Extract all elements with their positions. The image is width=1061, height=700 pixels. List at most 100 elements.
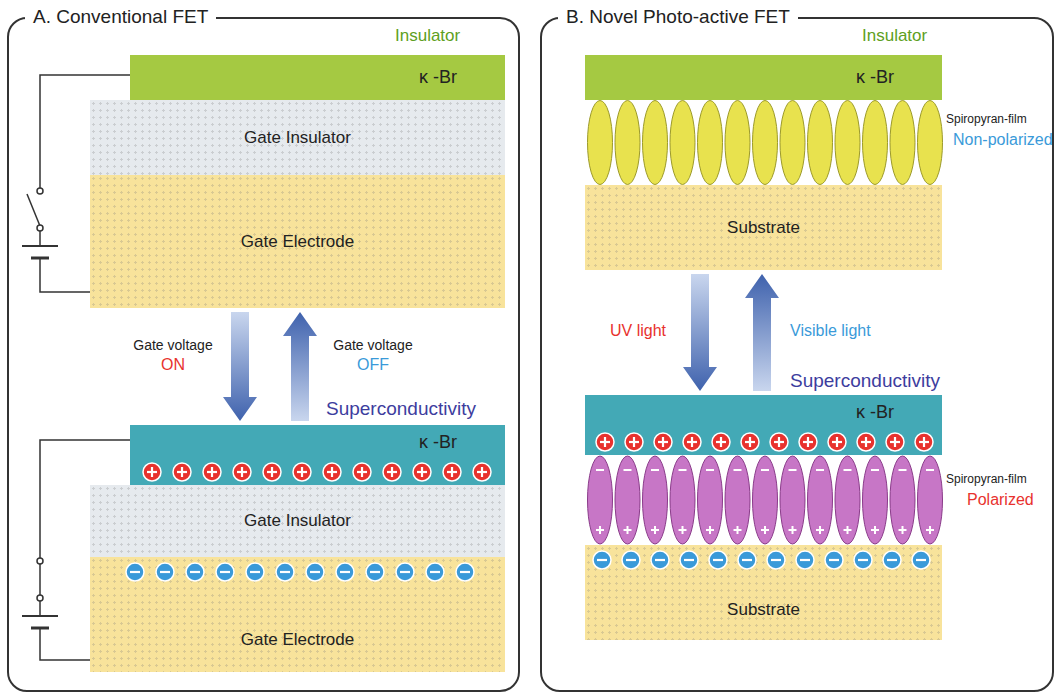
charge-sign [370, 571, 380, 573]
dipole-sign [682, 526, 684, 534]
charge-sign [691, 437, 693, 447]
charge-sign [600, 441, 610, 443]
annotation-label: Gate voltage [318, 337, 428, 353]
charge-sign [597, 559, 607, 561]
dipole-sign [706, 529, 714, 531]
layer-box: Gate Electrode [90, 175, 505, 308]
dipole-sign [709, 526, 711, 534]
charge-sign [771, 559, 781, 561]
layer-box: Gate Insulator [90, 485, 505, 557]
charge-sign [391, 467, 393, 477]
dipole-sign [679, 469, 687, 471]
charge-sign [211, 467, 213, 477]
dipole-sign [599, 526, 601, 534]
spiropyran-molecule [725, 456, 750, 544]
dipole-sign [871, 529, 879, 531]
charge-sign [477, 471, 487, 473]
annotation-label: Visible light [790, 322, 871, 340]
negative-charge [680, 551, 698, 569]
charge-sign [177, 471, 187, 473]
negative-charge [883, 551, 901, 569]
switch-lever [39, 564, 41, 595]
dipole-sign [874, 526, 876, 534]
dipole-sign [844, 529, 852, 531]
charge-sign [331, 467, 333, 477]
positive-charge [741, 433, 759, 451]
charge-sign [658, 441, 668, 443]
switch-contact [37, 595, 43, 601]
dipole-sign [929, 526, 931, 534]
negative-charge [854, 551, 872, 569]
spiropyran-molecule [863, 101, 888, 185]
layer-label: Gate Electrode [241, 630, 354, 650]
negative-charge [126, 563, 144, 581]
spiropyran-molecule [698, 456, 723, 544]
layer-label: Gate Electrode [241, 232, 354, 252]
charge-sign [481, 467, 483, 477]
negative-charge [336, 563, 354, 581]
charge-sign [807, 437, 809, 447]
transition-arrow [283, 312, 317, 421]
positive-charge [203, 463, 221, 481]
spiropyran-molecule [615, 101, 640, 185]
charge-sign [865, 437, 867, 447]
annotation-label: ON [118, 356, 228, 374]
positive-charge [857, 433, 875, 451]
layer-box: κ -Br [585, 395, 942, 455]
annotation-label: Spiropyran-film [946, 112, 1027, 126]
negative-charge [622, 551, 640, 569]
charge-sign [340, 571, 350, 573]
dipole-sign [706, 469, 714, 471]
charge-sign [267, 471, 277, 473]
layer-box: κ -Br [130, 55, 505, 100]
annotation-label: Insulator [395, 26, 460, 46]
charge-sign [181, 467, 183, 477]
dipole-sign [816, 469, 824, 471]
charge-sign [237, 471, 247, 473]
panel-title: B. Novel Photo-active FET [558, 6, 798, 28]
charge-sign [604, 437, 606, 447]
negative-charge [426, 563, 444, 581]
positive-charge [413, 463, 431, 481]
negative-charge [912, 551, 930, 569]
panel-title: A. Conventional FET [25, 6, 216, 28]
layer-label: κ -Br [419, 432, 457, 453]
positive-charge [596, 433, 614, 451]
dipole-sign [734, 529, 742, 531]
positive-charge [886, 433, 904, 451]
spiropyran-molecule [670, 101, 695, 185]
charge-sign [890, 441, 900, 443]
charge-sign [655, 559, 665, 561]
layer-box: Gate Insulator [90, 100, 505, 175]
negative-charge [156, 563, 174, 581]
charge-sign [662, 437, 664, 447]
spiropyran-molecule [808, 101, 833, 185]
layer-label: κ -Br [856, 67, 894, 88]
spiropyran-molecule [890, 101, 915, 185]
spiropyran-molecule [698, 101, 723, 185]
charge-sign [919, 441, 929, 443]
dipole-sign [596, 529, 604, 531]
layer-box: κ -Br [585, 55, 942, 100]
charge-sign [774, 441, 784, 443]
dipole-sign [926, 529, 934, 531]
dipole-sign [899, 529, 907, 531]
negative-charge [366, 563, 384, 581]
switch-contact [37, 225, 43, 231]
charge-sign [421, 467, 423, 477]
charge-sign [894, 437, 896, 447]
charge-sign [430, 571, 440, 573]
switch-contact [37, 558, 43, 564]
wire [40, 258, 90, 292]
positive-charge [143, 463, 161, 481]
layer-label: Substrate [727, 218, 800, 238]
positive-charge [263, 463, 281, 481]
negative-charge [796, 551, 814, 569]
charge-sign [887, 559, 897, 561]
layer-label: Gate Insulator [244, 511, 351, 531]
spiropyran-molecule [890, 456, 915, 544]
spiropyran-molecule [753, 101, 778, 185]
dipole-sign [624, 529, 632, 531]
charge-sign [160, 571, 170, 573]
charge-sign [916, 559, 926, 561]
